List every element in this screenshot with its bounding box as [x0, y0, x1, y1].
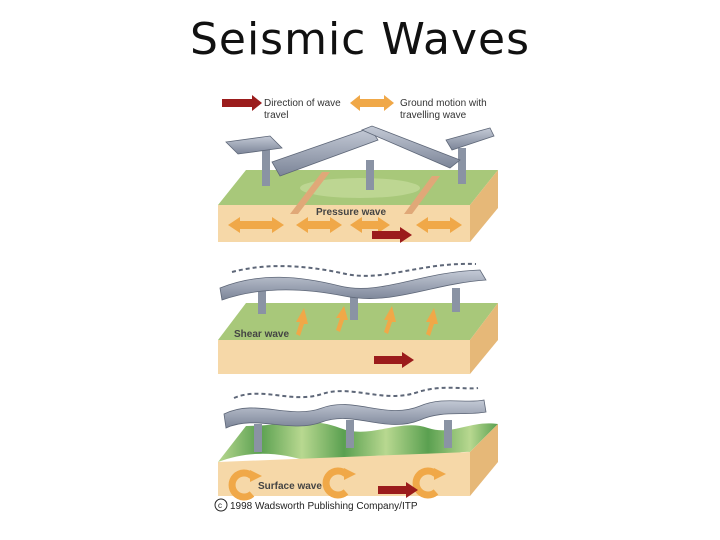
- ground-label-1: Ground motion with: [400, 98, 487, 109]
- panel-label: Surface wave: [258, 481, 322, 492]
- bridge-deck: [272, 128, 378, 176]
- legend: Direction of wave travel Ground motion w…: [222, 95, 487, 121]
- panel-label: Shear wave: [234, 329, 289, 340]
- surface-wave-panel: Surface wave: [218, 388, 498, 498]
- ground-motion-arrow-icon: [350, 95, 394, 111]
- copyright-text: 1998 Wadsworth Publishing Company/ITP: [230, 501, 418, 512]
- bridge-deck: [226, 136, 282, 154]
- ground-label-2: travelling wave: [400, 110, 467, 121]
- soil-front: [218, 340, 470, 374]
- panel-label: Pressure wave: [316, 207, 386, 218]
- direction-arrow-icon: [222, 95, 262, 111]
- shear-wave-panel: Shear wave: [218, 264, 498, 374]
- copyright: c 1998 Wadsworth Publishing Company/ITP: [215, 499, 418, 512]
- direction-label-2: travel: [264, 110, 288, 121]
- bridge-deck: [362, 126, 460, 168]
- bridge-deck: [446, 128, 494, 150]
- direction-label-1: Direction of wave: [264, 98, 341, 109]
- pressure-wave-panel: Pressure wave: [218, 126, 498, 243]
- svg-text:c: c: [218, 501, 222, 510]
